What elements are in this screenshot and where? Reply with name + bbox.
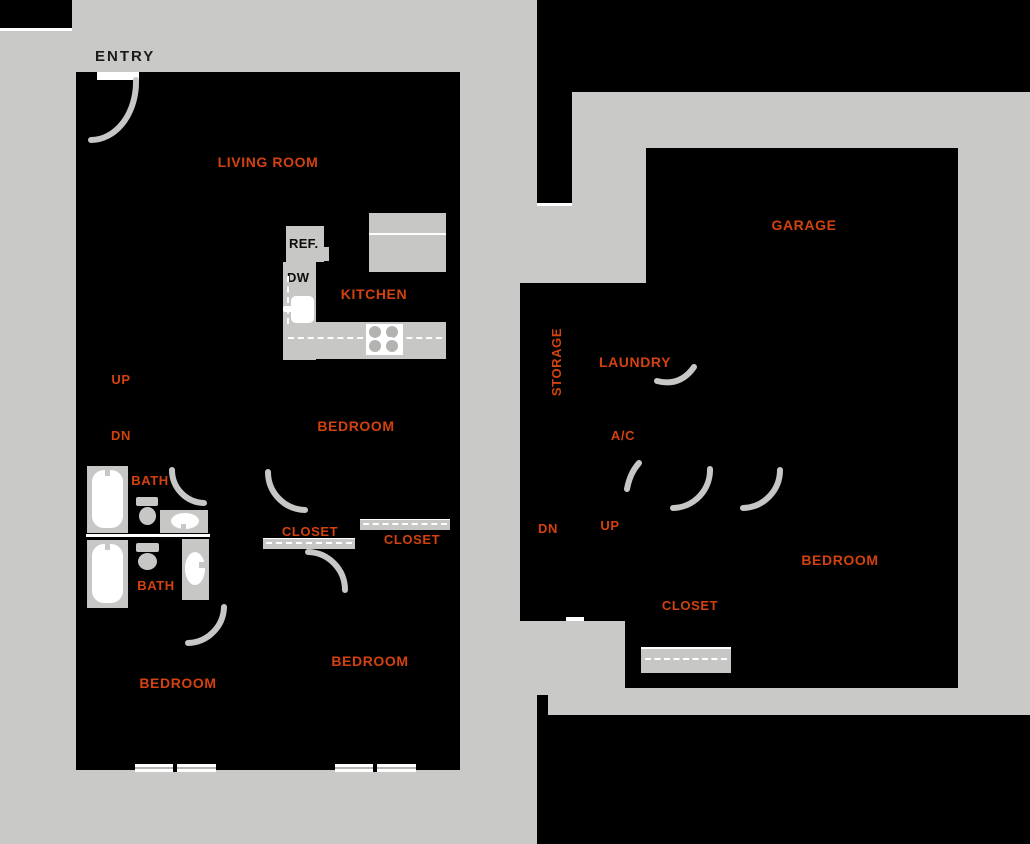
closet-shelf-rod — [363, 523, 447, 525]
room-label-bedroom-center: BEDROOM — [317, 418, 395, 434]
toilet-upper-tank — [136, 497, 158, 506]
bathtub-lower — [87, 540, 128, 608]
floor2-door-tick — [566, 617, 584, 621]
room-label-storage: STORAGE — [549, 327, 564, 397]
bathtub-upper — [87, 466, 128, 533]
window — [335, 764, 416, 772]
window-divider — [373, 764, 377, 772]
sink-lower — [185, 552, 205, 585]
background-band-top-right — [537, 0, 1030, 92]
bathroom-divider-wall — [86, 534, 210, 537]
stove — [366, 324, 403, 355]
background-strip-top-edge — [537, 203, 572, 206]
bathtub-lower-basin — [92, 544, 123, 603]
closet-shelf-rod — [266, 542, 352, 544]
background-strip-top-center — [537, 0, 572, 203]
stove-burner — [369, 326, 381, 338]
room-label-closet-left: CLOSET — [281, 524, 339, 539]
closet-shelf-right — [360, 519, 450, 530]
window-divider — [173, 764, 177, 772]
stairs-down-label-floor2: DN — [538, 521, 558, 536]
room-label-kitchen: KITCHEN — [340, 286, 408, 302]
sink-upper — [171, 513, 199, 529]
background-band-top-left — [0, 0, 72, 28]
stove-burner — [369, 340, 381, 352]
background-strip-bottom-center — [537, 695, 548, 844]
room-label-bedroom-bottom-left: BEDROOM — [139, 675, 217, 691]
sink-lower-tap — [199, 562, 209, 568]
stove-burner — [386, 326, 398, 338]
room-label-bath-upper: BATH — [131, 473, 169, 488]
stove-burner — [386, 340, 398, 352]
dishwasher-label: DW — [287, 270, 310, 285]
refrigerator — [286, 226, 324, 262]
toilet-lower-bowl — [138, 553, 157, 570]
background-band-bottom-right — [537, 715, 1030, 844]
room-label-bedroom-bottom-right: BEDROOM — [331, 653, 409, 669]
closet-shelf-rod — [645, 658, 727, 660]
bathtub-upper-faucet — [105, 468, 110, 476]
entry-label: ENTRY — [95, 48, 156, 65]
room-label-bedroom-floor2: BEDROOM — [801, 552, 879, 568]
toilet-lower-tank — [136, 543, 159, 552]
entry-door-opening — [97, 72, 139, 80]
bathtub-lower-faucet — [105, 542, 110, 550]
closet-shelf-left — [263, 538, 355, 549]
kitchen-bottom-counter — [283, 322, 446, 359]
island-counter-line — [369, 233, 446, 235]
closet-shelf-floor2 — [641, 647, 731, 673]
stairs-up-label-floor1: UP — [111, 372, 131, 387]
refrigerator-handle — [322, 247, 329, 261]
stairs-down-label-floor1: DN — [111, 428, 131, 443]
counter-dashed-line — [288, 337, 442, 339]
room-label-garage: GARAGE — [771, 217, 837, 233]
counter-dashed-line-vertical — [287, 276, 289, 324]
stairs-up-label-floor2: UP — [600, 518, 620, 533]
background-band-top-left-edge — [0, 28, 72, 31]
room-label-bath-lower: BATH — [137, 578, 175, 593]
room-label-closet-floor2: CLOSET — [661, 598, 719, 613]
room-label-closet-right: CLOSET — [383, 532, 441, 547]
room-label-ac: A/C — [610, 428, 636, 443]
refrigerator-label: REF. — [289, 236, 319, 251]
toilet-upper-bowl — [139, 507, 156, 525]
floor2-outline-extension — [520, 283, 646, 621]
window — [135, 764, 216, 772]
kitchen-sink — [291, 296, 314, 323]
room-label-laundry: LAUNDRY — [598, 354, 672, 370]
floor1-outline — [76, 72, 460, 770]
sink-upper-tap — [181, 524, 186, 533]
floor2-outline-main — [646, 148, 958, 688]
room-label-living-room: LIVING ROOM — [217, 154, 319, 170]
bathtub-upper-basin — [92, 470, 123, 528]
kitchen-island-counter — [369, 213, 446, 272]
